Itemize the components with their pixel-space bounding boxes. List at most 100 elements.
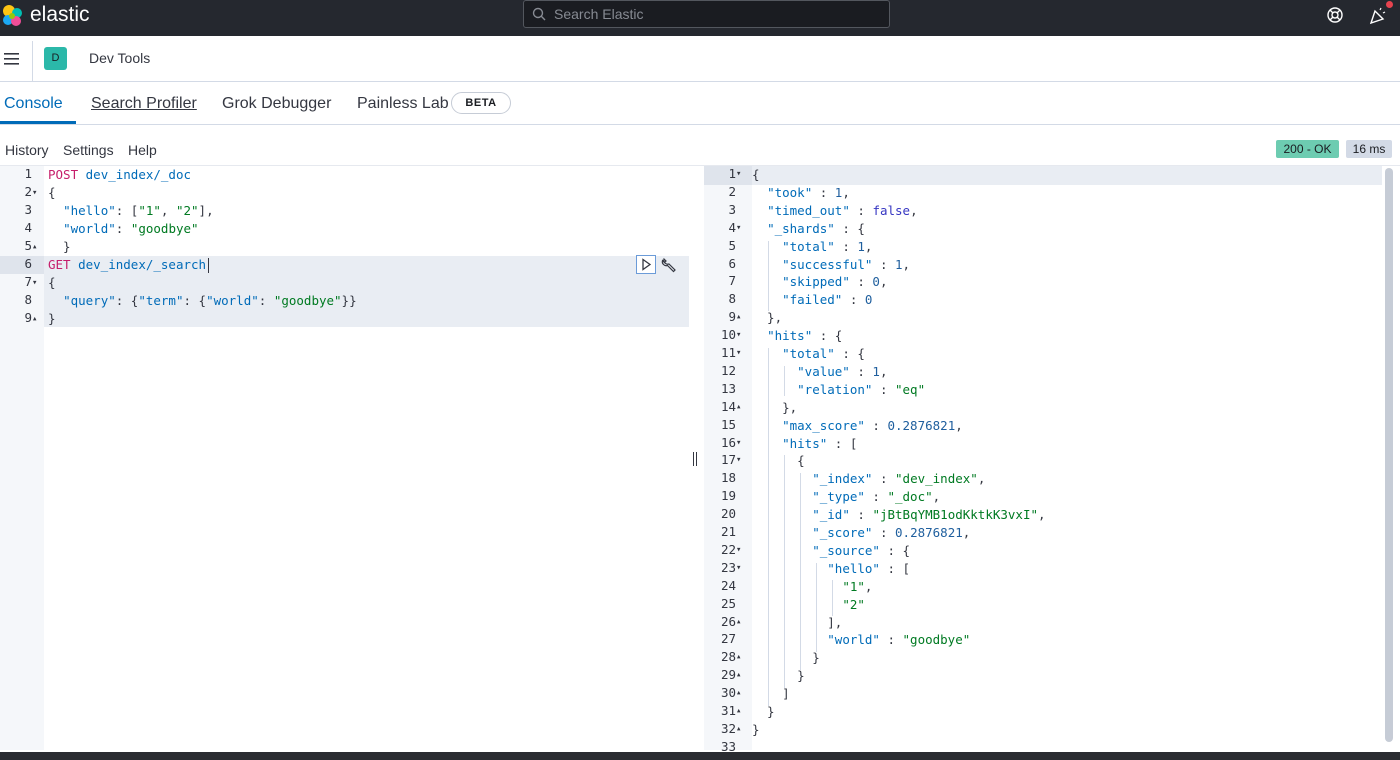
play-icon — [642, 258, 652, 271]
fold-arrow-icon[interactable]: ▾ — [736, 348, 742, 358]
top-navigation-bar: elastic Search Elastic — [0, 0, 1400, 36]
indent-guide — [768, 348, 769, 706]
tab-grok-debugger[interactable]: Grok Debugger — [222, 95, 332, 112]
fold-arrow-icon[interactable]: ▾ — [736, 562, 742, 573]
line-number: 5 — [24, 238, 32, 253]
code-line: ] — [752, 686, 790, 702]
code-line: "_shards" : { — [767, 220, 865, 236]
newsfeed-icon[interactable] — [1368, 6, 1388, 26]
line-number: 23 — [720, 559, 736, 575]
response-active-line — [752, 166, 1382, 185]
line-number: 3 — [728, 201, 736, 217]
fold-arrow-icon[interactable]: ▴ — [736, 723, 742, 734]
code-line: } — [752, 668, 805, 684]
fold-arrow-icon[interactable]: ▾ — [32, 278, 38, 288]
line-number: 9 — [24, 310, 32, 325]
brand-name[interactable]: elastic — [30, 3, 90, 26]
fold-arrow-icon[interactable]: ▴ — [736, 670, 742, 681]
fold-arrow-icon[interactable]: ▾ — [736, 455, 742, 466]
line-number: 13 — [720, 380, 736, 396]
timing-badge: 16 ms — [1346, 140, 1392, 158]
request-actions — [636, 255, 684, 275]
breadcrumb: Dev Tools — [89, 50, 151, 66]
text-cursor — [208, 258, 209, 273]
line-number: 30 — [720, 685, 736, 701]
menu-help[interactable]: Help — [128, 142, 157, 158]
wrench-icon[interactable] — [660, 256, 678, 274]
fold-arrow-icon[interactable]: ▾ — [736, 169, 742, 179]
fold-arrow-icon[interactable]: ▾ — [736, 330, 742, 341]
fold-arrow-icon[interactable]: ▾ — [736, 222, 742, 233]
line-number: 33 — [720, 738, 736, 754]
line-number: 4 — [24, 220, 32, 235]
code-line: } — [752, 704, 775, 719]
fold-arrow-icon[interactable]: ▴ — [32, 242, 38, 252]
fold-arrow-icon[interactable]: ▴ — [736, 616, 742, 627]
fold-arrow-icon[interactable]: ▴ — [736, 706, 742, 716]
request-selection-highlight — [44, 256, 689, 327]
panel-resizer[interactable] — [692, 452, 698, 466]
window-bottom-edge — [0, 752, 1400, 760]
request-active-line-gutter — [0, 256, 44, 274]
help-icon[interactable] — [1326, 6, 1344, 24]
active-tab-indicator — [0, 121, 76, 124]
code-line: { — [48, 185, 56, 200]
menu-settings[interactable]: Settings — [63, 142, 114, 158]
line-number: 18 — [720, 470, 736, 486]
code-line: "_score" : 0.2876821, — [812, 525, 971, 540]
line-number: 3 — [24, 202, 32, 217]
indent-guide — [832, 580, 833, 616]
line-number: 32 — [720, 720, 736, 736]
menu-icon[interactable] — [4, 53, 19, 65]
code-line: ], — [752, 614, 843, 630]
code-line: "total" : { — [782, 346, 865, 361]
line-number: 31 — [720, 703, 736, 718]
code-line: "world": "goodbye" — [63, 221, 199, 236]
fold-arrow-icon[interactable]: ▾ — [32, 188, 38, 198]
indent-guide — [768, 241, 769, 311]
fold-arrow-icon[interactable]: ▾ — [736, 437, 742, 448]
fold-arrow-icon[interactable]: ▴ — [736, 652, 742, 663]
menu-history[interactable]: History — [5, 142, 49, 158]
line-number: 24 — [720, 577, 736, 593]
send-request-button[interactable] — [636, 255, 656, 274]
tab-console[interactable]: Console — [4, 95, 63, 112]
fold-arrow-icon[interactable]: ▴ — [32, 314, 38, 324]
code-line: "value" : 1, — [797, 363, 888, 379]
code-line: "relation" : "eq" — [797, 381, 926, 397]
response-scrollbar[interactable] — [1385, 168, 1393, 742]
line-number: 25 — [720, 595, 736, 611]
notification-dot — [1386, 1, 1393, 8]
code-line: "2" — [842, 596, 865, 612]
fold-arrow-icon[interactable]: ▴ — [736, 312, 742, 323]
fold-arrow-icon[interactable]: ▴ — [736, 688, 742, 699]
tab-painless-lab[interactable]: Painless Lab — [357, 95, 449, 112]
fold-arrow-icon[interactable]: ▴ — [736, 401, 742, 412]
code-line: } — [48, 311, 56, 326]
elastic-logo-icon[interactable] — [0, 3, 26, 29]
line-number: 14 — [720, 398, 736, 414]
line-number: 10 — [720, 327, 736, 343]
tab-search-profiler[interactable]: Search Profiler — [91, 95, 197, 112]
code-line: "hits" : [ — [782, 435, 858, 451]
line-number: 8 — [728, 291, 736, 307]
line-number: 7 — [728, 273, 736, 289]
beta-badge: BETA — [451, 92, 511, 114]
code-line: "1", — [842, 578, 873, 594]
space-avatar[interactable]: D — [44, 47, 67, 70]
line-number: 9 — [728, 309, 736, 325]
line-number: 21 — [720, 524, 736, 539]
line-number: 22 — [720, 541, 736, 557]
code-line: "skipped" : 0, — [782, 274, 888, 290]
line-number: 28 — [720, 649, 736, 665]
code-line: "max_score" : 0.2876821, — [782, 417, 963, 433]
fold-arrow-icon[interactable]: ▾ — [736, 544, 742, 555]
global-search-input[interactable]: Search Elastic — [523, 0, 890, 28]
code-line: POST dev_index/_doc — [48, 167, 191, 182]
code-line: "timed_out" : false, — [767, 202, 918, 218]
line-number: 2 — [728, 183, 736, 199]
line-number: 16 — [720, 434, 736, 450]
code-line: "_source" : { — [812, 542, 911, 558]
code-line: }, — [752, 399, 798, 415]
indent-guide — [816, 563, 817, 652]
